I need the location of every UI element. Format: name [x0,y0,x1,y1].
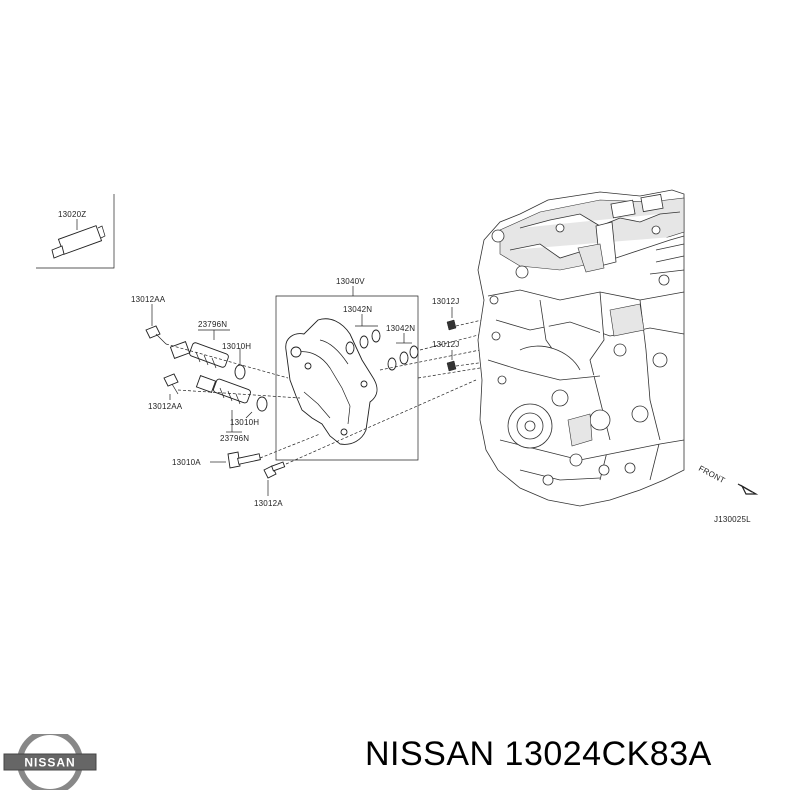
front-label: FRONT [697,464,726,485]
o-ring-13010h-bot [245,396,268,419]
label-13012aa-bot: 13012AA [148,402,183,411]
label-13010h-bot: 13010H [230,418,259,427]
solenoid-valve-bot [195,375,251,433]
label-13040v: 13040V [336,277,365,286]
bolt-13012j-bot [446,350,457,372]
label-13010h-top: 13010H [222,342,251,351]
label-23796n-top: 23796N [198,320,227,329]
bolt-13012j-top [446,307,457,331]
label-13042n-a: 13042N [343,305,372,314]
part-number-title: NISSAN 13024CK83A [365,735,712,773]
label-13012j-top: 13012J [432,297,459,306]
label-13042n-b: 13042N [386,324,415,333]
front-cover-box [275,286,419,461]
label-13020z: 13020Z [58,210,86,219]
sealant-tube-part [36,194,115,269]
bolt-13012a [263,461,286,496]
label-23796n-bot: 23796N [220,434,249,443]
label-13012a: 13012A [254,499,283,508]
front-direction-indicator: FRONT [697,464,759,495]
o-ring-13010h-top [234,348,246,380]
bolt-13012aa-bot [163,373,179,400]
seal-rings-13042n [345,314,419,371]
engine-block [477,189,685,507]
label-13010a: 13010A [172,458,201,467]
solenoid-valve-top [169,329,230,369]
bolt-13010a [210,451,261,469]
logo-text: NISSAN [24,756,75,770]
arrow-icon [737,483,759,495]
nissan-logo-icon: NISSAN [3,726,97,798]
diagram-code: J130025L [714,515,751,524]
bolt-13012aa-top [145,304,167,345]
label-13012aa-top: 13012AA [131,295,166,304]
label-13012j-bot: 13012J [432,340,459,349]
